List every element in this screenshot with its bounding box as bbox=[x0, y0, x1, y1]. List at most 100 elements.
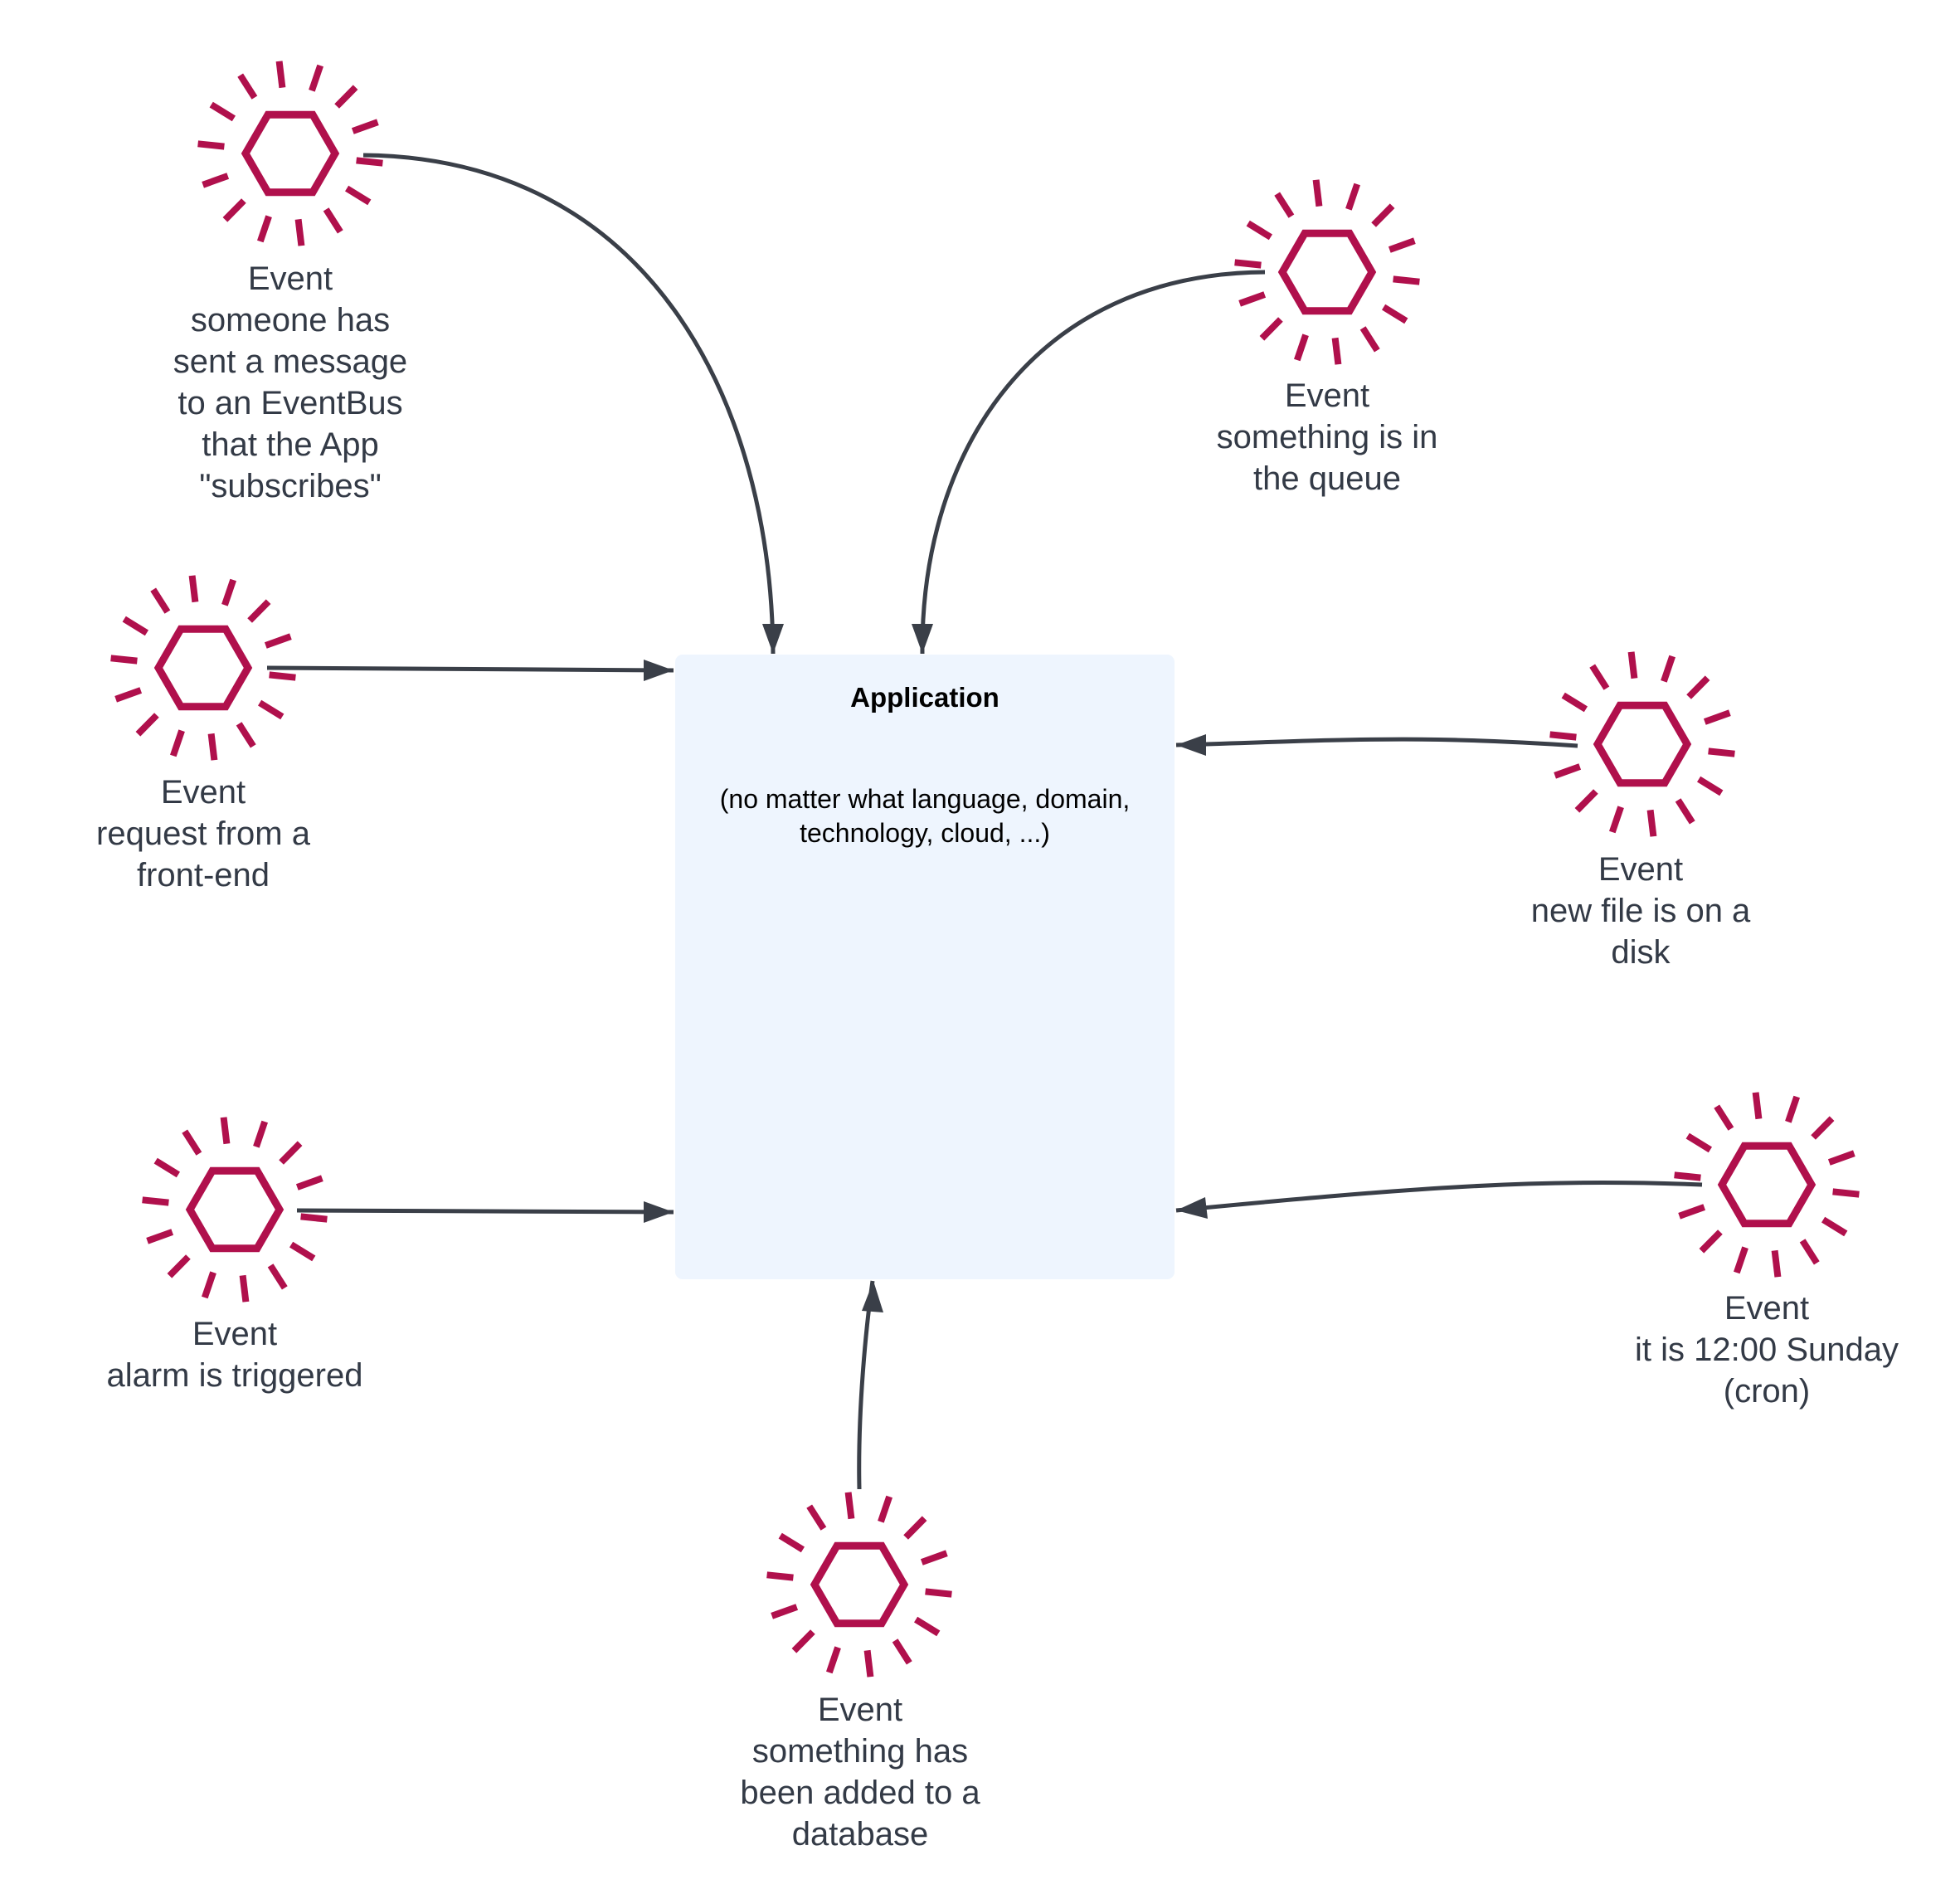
event-label-line: (cron) bbox=[1723, 1373, 1811, 1410]
event-label-eventbus: Event someone has sent a message to an E… bbox=[116, 258, 464, 507]
sunburst-ray bbox=[1246, 220, 1273, 241]
hexagon-core bbox=[810, 1541, 909, 1628]
sunburst-ray bbox=[247, 599, 271, 623]
sunburst-ray bbox=[264, 633, 292, 649]
sunburst-ray bbox=[826, 1646, 841, 1674]
sunburst-ray bbox=[1294, 334, 1309, 362]
sunburst-ray bbox=[1785, 1095, 1800, 1123]
event-label-line: Event bbox=[817, 1692, 903, 1728]
sunburst-ray bbox=[236, 722, 256, 748]
sunburst-ray bbox=[1345, 183, 1360, 211]
sunburst-ray bbox=[237, 73, 258, 100]
sunburst-ray bbox=[1238, 291, 1267, 307]
hexagon-core bbox=[1277, 229, 1377, 315]
sunburst-ray bbox=[771, 1604, 799, 1619]
sunburst-ray bbox=[1234, 259, 1262, 269]
sunburst-hexagon-icon bbox=[142, 1117, 328, 1303]
sunburst-ray bbox=[1708, 747, 1735, 757]
connector-cron[interactable] bbox=[1175, 1181, 1703, 1213]
sunburst-ray bbox=[239, 1274, 250, 1303]
sunburst-ray bbox=[1359, 326, 1380, 353]
sunburst-ray bbox=[1714, 1104, 1734, 1131]
sunburst-ray bbox=[197, 140, 225, 150]
event-icons bbox=[110, 61, 1860, 1677]
sunburst-ray bbox=[1371, 203, 1395, 227]
sunburst-ray bbox=[925, 1588, 952, 1598]
sunburst-ray bbox=[202, 1271, 216, 1299]
sunburst-ray bbox=[1703, 709, 1731, 725]
hexagon-core bbox=[1593, 701, 1692, 787]
sunburst-ray bbox=[1832, 1188, 1860, 1198]
event-label-frontend: Event request from a front-end bbox=[29, 772, 377, 896]
sunburst-ray bbox=[142, 1196, 169, 1206]
sunburst-ray bbox=[170, 729, 185, 757]
arrowhead-alarm bbox=[644, 1201, 674, 1223]
event-label-line: "subscribes" bbox=[199, 468, 382, 504]
sunburst-ray bbox=[1827, 1150, 1855, 1166]
sunburst-ray bbox=[913, 1616, 941, 1637]
sunburst-ray bbox=[114, 687, 143, 703]
connector-alarm[interactable] bbox=[296, 1208, 674, 1215]
connectors bbox=[266, 153, 1703, 1490]
sunburst-ray bbox=[300, 1213, 328, 1223]
sunburst-ray bbox=[150, 587, 171, 614]
sunburst-ray bbox=[863, 1649, 874, 1677]
sunburst-hexagon-icon bbox=[1234, 179, 1420, 365]
sunburst-ray bbox=[1678, 1204, 1706, 1220]
sunburst-hexagon-icon bbox=[197, 61, 383, 246]
sunburst-ray bbox=[334, 85, 358, 109]
sunburst-ray bbox=[1554, 763, 1582, 779]
event-label-line: disk bbox=[1611, 934, 1671, 971]
event-label-line: something is in bbox=[1216, 419, 1438, 455]
hexagon-core bbox=[241, 110, 340, 197]
application-description-line: technology, cloud, ...) bbox=[800, 818, 1050, 848]
event-label-line: sent a message bbox=[173, 343, 408, 380]
connector-frontend[interactable] bbox=[266, 665, 674, 673]
connector-database[interactable] bbox=[857, 1280, 875, 1490]
event-label-line: something has bbox=[751, 1733, 969, 1770]
event-label-line: Event bbox=[247, 261, 333, 297]
sunburst-ray bbox=[766, 1571, 794, 1581]
sunburst-ray bbox=[220, 1117, 231, 1145]
connector-queue[interactable] bbox=[920, 270, 1266, 655]
connector-eventbus[interactable] bbox=[362, 153, 776, 655]
sunburst-ray bbox=[167, 1254, 191, 1278]
sunburst-ray bbox=[1393, 275, 1420, 285]
arrowhead-queue bbox=[912, 624, 933, 654]
sunburst-ray bbox=[1674, 1171, 1701, 1181]
sunburst-ray bbox=[1646, 809, 1657, 837]
sunburst-ray bbox=[257, 699, 285, 720]
sunburst-ray bbox=[122, 616, 149, 636]
event-label-line: request from a bbox=[96, 816, 310, 852]
sunburst-hexagon-icon bbox=[1674, 1092, 1860, 1278]
sunburst-ray bbox=[1388, 237, 1416, 253]
event-label-line: Event bbox=[1284, 377, 1370, 414]
event-label-line: the queue bbox=[1253, 460, 1401, 497]
sunburst-ray bbox=[188, 575, 199, 603]
sunburst-ray bbox=[309, 64, 323, 92]
application-description-line: (no matter what language, domain, bbox=[719, 784, 1131, 814]
sunburst-ray bbox=[1685, 1132, 1713, 1153]
sunburst-ray bbox=[344, 185, 372, 206]
application-box[interactable]: Application (no matter what language, do… bbox=[675, 655, 1175, 1279]
sunburst-ray bbox=[778, 1532, 805, 1553]
event-label-line: new file is on a bbox=[1530, 893, 1751, 929]
sunburst-ray bbox=[257, 215, 272, 243]
arrowhead-cron bbox=[1176, 1197, 1208, 1219]
sunburst-ray bbox=[1381, 304, 1408, 324]
sunburst-ray bbox=[844, 1492, 855, 1520]
event-label-line: to an EventBus bbox=[178, 385, 403, 421]
event-label-line: front-end bbox=[136, 857, 270, 894]
sunburst-ray bbox=[207, 733, 218, 761]
event-label-cron: Event it is 12:00 Sunday (cron) bbox=[1593, 1288, 1941, 1412]
hexagon-core bbox=[185, 1166, 285, 1253]
arrowhead-database bbox=[862, 1281, 883, 1312]
sunburst-ray bbox=[351, 119, 379, 134]
sunburst-ray bbox=[221, 578, 236, 606]
connector-file[interactable] bbox=[1175, 737, 1578, 748]
sunburst-ray bbox=[1259, 317, 1283, 341]
sunburst-ray bbox=[806, 1504, 827, 1531]
sunburst-ray bbox=[222, 198, 246, 222]
sunburst-ray bbox=[269, 671, 296, 681]
